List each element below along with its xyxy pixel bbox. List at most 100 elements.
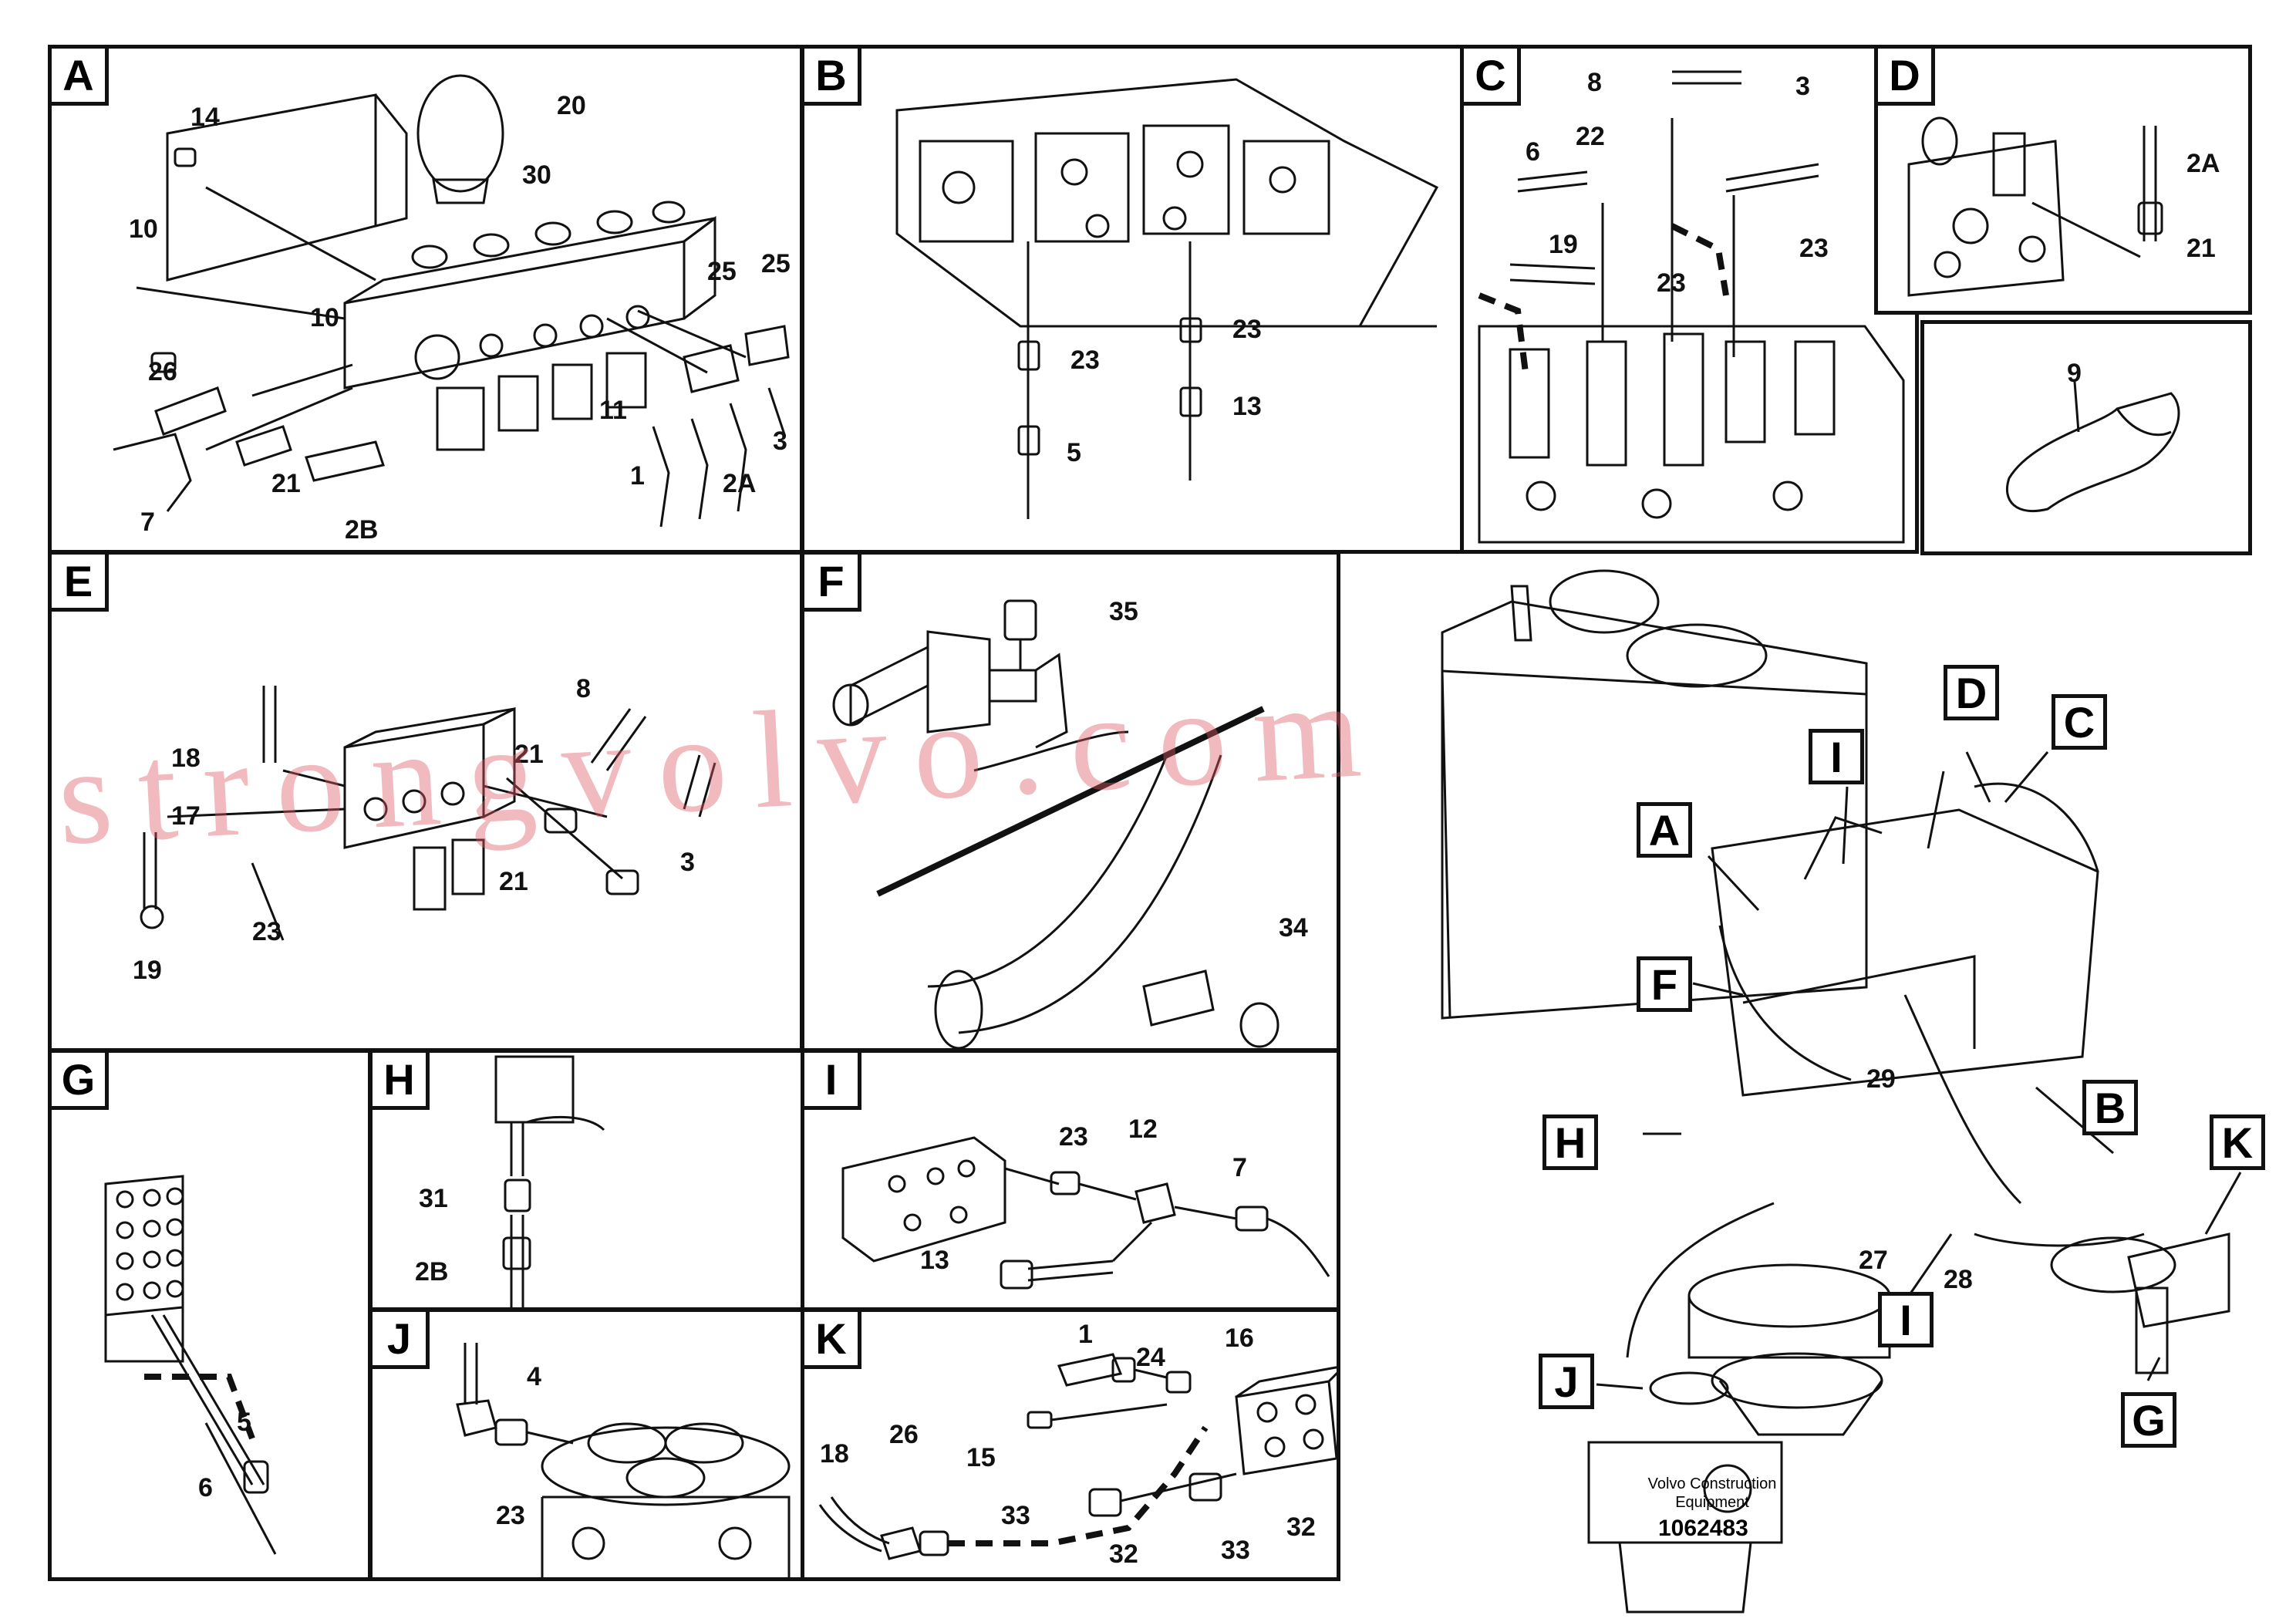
manifold-block-drawing (140, 686, 716, 941)
callout-33: 33 (1001, 1501, 1030, 1530)
panel-label: E (52, 555, 109, 612)
callout-5: 5 (1067, 438, 1081, 467)
callout-3: 3 (680, 848, 695, 877)
callout-35: 35 (1109, 597, 1138, 626)
callout-2b: 2B (345, 515, 379, 545)
panel-nine: 9 (1920, 320, 2252, 555)
overview-label-d: D (1944, 665, 1999, 720)
callout-18: 18 (820, 1439, 849, 1469)
connector-block-drawing (818, 1353, 1337, 1560)
callout-3: 3 (773, 427, 787, 456)
swivel-fitting-drawing (456, 1343, 791, 1577)
callout-7: 7 (1232, 1153, 1247, 1182)
overview-label-i: I (1809, 729, 1864, 784)
valve-fittings-drawing (1478, 70, 1905, 544)
callout-23: 23 (1059, 1122, 1088, 1152)
callout-3: 3 (1795, 72, 1810, 101)
overview-callout-28: 28 (1944, 1265, 1973, 1294)
callout-7: 7 (140, 508, 155, 537)
panel-h: H 31 2B (369, 1049, 804, 1311)
callout-25: 25 (707, 257, 737, 286)
callout-16: 16 (1225, 1324, 1254, 1353)
manufacturer-line1: Volvo Construction (1647, 1475, 1777, 1492)
callout-9: 9 (2067, 359, 2082, 388)
panel-label: G (52, 1053, 109, 1110)
manufacturer-name: Volvo Construction Equipment (1643, 1475, 1782, 1512)
overview-label-f: F (1637, 956, 1692, 1012)
callout-21: 21 (499, 867, 528, 896)
callout-1: 1 (630, 461, 645, 491)
overview-label-i: I (1878, 1292, 1934, 1347)
panel-b: B 23 23 13 5 (801, 45, 1464, 554)
callout-23: 23 (1232, 315, 1262, 344)
overview-label-c: C (2052, 694, 2107, 750)
callout-6: 6 (1526, 137, 1540, 167)
callout-2a: 2A (723, 469, 757, 498)
callout-22: 22 (1576, 122, 1605, 151)
panel-c: C 8 3 22 6 23 19 23 (1460, 45, 1919, 554)
callout-21: 21 (514, 740, 544, 769)
callout-4: 4 (527, 1362, 541, 1391)
callout-15: 15 (966, 1443, 996, 1472)
panel-j: J 4 23 (369, 1308, 804, 1581)
callout-33: 33 (1221, 1536, 1250, 1565)
callout-8: 8 (1587, 68, 1602, 97)
callout-10: 10 (129, 214, 158, 244)
callout-32: 32 (1286, 1512, 1316, 1542)
callout-12: 12 (1128, 1114, 1158, 1144)
panel-d: D 2A 21 (1874, 45, 2252, 315)
panel-k: K 1 16 24 18 26 15 33 32 33 32 (801, 1308, 1340, 1581)
callout-25: 25 (761, 249, 791, 278)
callout-5: 5 (237, 1408, 251, 1437)
callout-2b: 2B (415, 1257, 449, 1286)
callout-23: 23 (252, 917, 282, 946)
callout-30: 30 (522, 160, 551, 190)
callout-18: 18 (171, 744, 201, 773)
overview-label-h: H (1542, 1114, 1598, 1170)
callout-24: 24 (1136, 1343, 1165, 1372)
hose-connection-drawing (494, 1055, 605, 1307)
hydraulic-block-drawing (113, 74, 790, 528)
panel-e: E 18 8 21 17 3 21 23 19 (48, 551, 804, 1052)
overview-label-b: B (2082, 1080, 2138, 1135)
callout-31: 31 (419, 1184, 448, 1213)
callout-21: 21 (2186, 234, 2216, 263)
panel-label: D (1878, 49, 1935, 106)
panel-label: H (373, 1053, 430, 1110)
panel-label: I (804, 1053, 861, 1110)
callout-21: 21 (271, 469, 301, 498)
overview-label-a: A (1637, 802, 1692, 858)
overview-label-k: K (2210, 1114, 2265, 1170)
manufacturer-line2: Equipment (1675, 1494, 1749, 1511)
panel-label: J (373, 1312, 430, 1369)
callout-8: 8 (576, 674, 591, 703)
callout-13: 13 (920, 1246, 949, 1275)
callout-17: 17 (171, 801, 201, 831)
callout-14: 14 (190, 103, 220, 132)
callout-19: 19 (1549, 230, 1578, 259)
panel-label: K (804, 1312, 861, 1369)
callout-2a: 2A (2186, 149, 2220, 178)
tee-fitting-drawing (841, 1136, 1330, 1290)
hose-clamp-drawing (2005, 381, 2180, 513)
callout-20: 20 (557, 91, 586, 120)
callout-1: 1 (1078, 1320, 1093, 1349)
control-valve-drawing (895, 78, 1439, 519)
panel-label: A (52, 49, 109, 106)
overview-label-g: G (2121, 1392, 2176, 1448)
callout-10: 10 (310, 303, 339, 332)
distribution-block-drawing (104, 1175, 277, 1555)
fitting-plug-drawing (832, 599, 1279, 1048)
callout-26: 26 (889, 1420, 919, 1449)
panel-i: I 23 12 7 13 (801, 1049, 1340, 1311)
overview-label-j: J (1539, 1354, 1594, 1409)
callout-23: 23 (1799, 234, 1829, 263)
panel-a: A (48, 45, 804, 554)
callout-32: 32 (1109, 1539, 1138, 1569)
callout-23: 23 (1070, 346, 1100, 375)
callout-11: 11 (599, 396, 627, 425)
overview-callout-27: 27 (1859, 1246, 1888, 1275)
panel-g: G 5 6 (48, 1049, 372, 1581)
valve-detail-drawing (1907, 116, 2163, 297)
callout-23: 23 (1657, 268, 1686, 298)
